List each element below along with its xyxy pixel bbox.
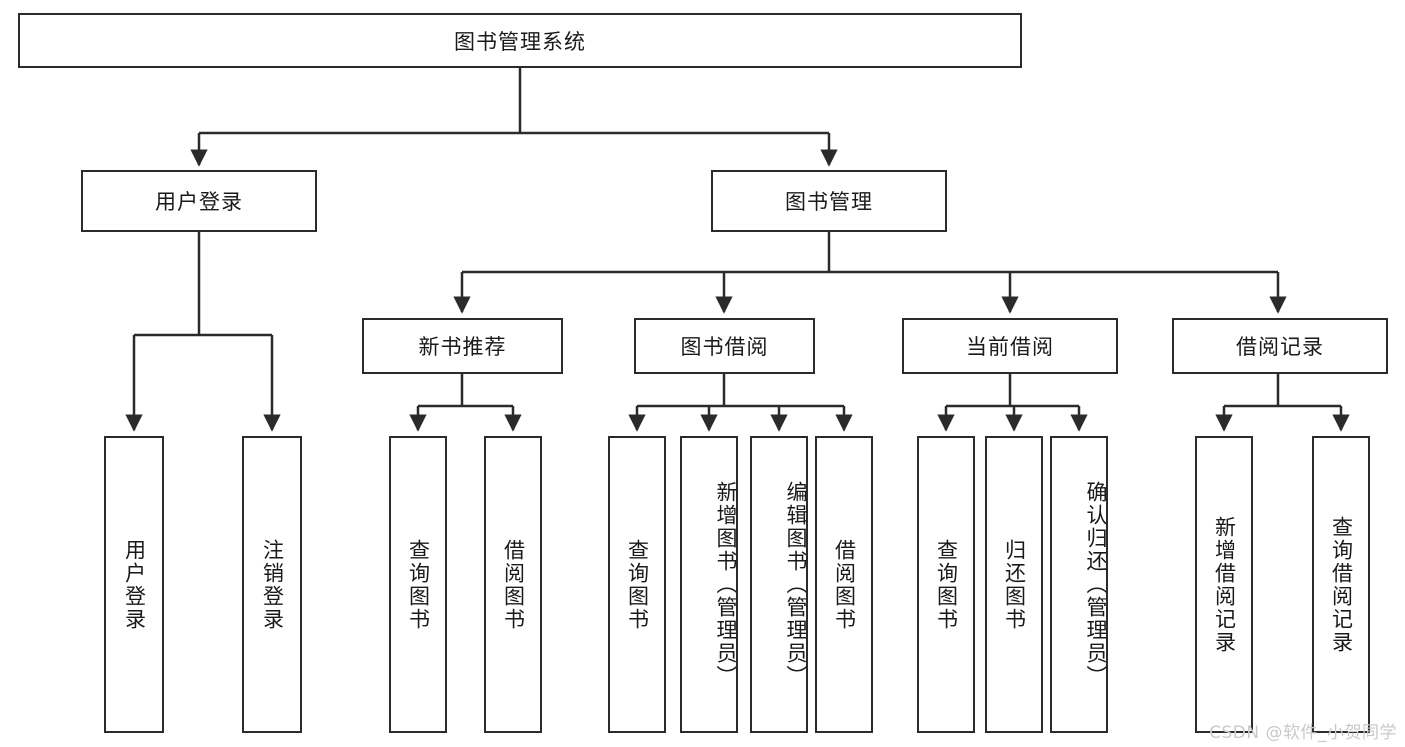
node-leaf-nbr-borrow-book[interactable]: 借阅图书 — [484, 436, 542, 733]
node-leaf-cb-return-book[interactable]: 归还图书 — [985, 436, 1043, 733]
node-leaf-br-query-record[interactable]: 查询借阅记录 — [1312, 436, 1370, 733]
node-current-borrow[interactable]: 当前借阅 — [902, 318, 1118, 374]
node-book-borrow[interactable]: 图书借阅 — [634, 318, 815, 374]
node-leaf-nbr-query-book[interactable]: 查询图书 — [389, 436, 447, 733]
node-leaf-cb-return-book-label: 归还图书 — [1002, 538, 1027, 631]
node-leaf-cb-confirm-return[interactable]: 确认归还（管理员） — [1050, 436, 1108, 733]
node-borrow-record-label: 借阅记录 — [1236, 335, 1324, 359]
node-root[interactable]: 图书管理系统 — [18, 13, 1022, 68]
node-leaf-logout-label: 注销登录 — [260, 538, 285, 631]
node-leaf-nbr-query-book-label: 查询图书 — [406, 538, 431, 631]
node-leaf-cb-query-book[interactable]: 查询图书 — [917, 436, 975, 733]
node-leaf-user-login-label: 用户登录 — [122, 538, 147, 631]
node-leaf-bb-borrow-book-label: 借阅图书 — [832, 538, 857, 631]
node-leaf-bb-edit-book[interactable]: 编辑图书（管理员） — [750, 436, 808, 733]
node-leaf-cb-query-book-label: 查询图书 — [934, 538, 959, 631]
node-book-borrow-label: 图书借阅 — [680, 335, 769, 359]
watermark: CSDN @软件_小贺同学 — [1209, 723, 1397, 743]
node-leaf-bb-edit-book-label: 编辑图书（管理员） — [784, 481, 808, 688]
node-leaf-logout[interactable]: 注销登录 — [242, 436, 302, 733]
node-leaf-bb-add-book[interactable]: 新增图书（管理员） — [680, 436, 738, 733]
node-new-book-recommend-label: 新书推荐 — [418, 335, 507, 359]
node-leaf-br-add-record[interactable]: 新增借阅记录 — [1195, 436, 1253, 733]
node-user-login[interactable]: 用户登录 — [81, 170, 317, 232]
node-leaf-bb-add-book-label: 新增图书（管理员） — [714, 481, 738, 688]
node-user-login-label: 用户登录 — [155, 190, 243, 214]
node-leaf-bb-borrow-book[interactable]: 借阅图书 — [815, 436, 873, 733]
node-book-management[interactable]: 图书管理 — [711, 170, 947, 232]
node-leaf-bb-query-book[interactable]: 查询图书 — [608, 436, 666, 733]
node-leaf-user-login[interactable]: 用户登录 — [104, 436, 164, 733]
node-new-book-recommend[interactable]: 新书推荐 — [362, 318, 563, 374]
node-root-label: 图书管理系统 — [454, 29, 586, 54]
node-leaf-br-add-record-label: 新增借阅记录 — [1212, 515, 1237, 654]
node-leaf-br-query-record-label: 查询借阅记录 — [1329, 515, 1354, 654]
node-borrow-record[interactable]: 借阅记录 — [1172, 318, 1388, 374]
node-leaf-nbr-borrow-book-label: 借阅图书 — [501, 538, 526, 631]
node-leaf-bb-query-book-label: 查询图书 — [625, 538, 650, 631]
node-book-management-label: 图书管理 — [785, 190, 873, 214]
node-current-borrow-label: 当前借阅 — [966, 335, 1054, 359]
node-leaf-cb-confirm-return-label: 确认归还（管理员） — [1084, 481, 1108, 688]
